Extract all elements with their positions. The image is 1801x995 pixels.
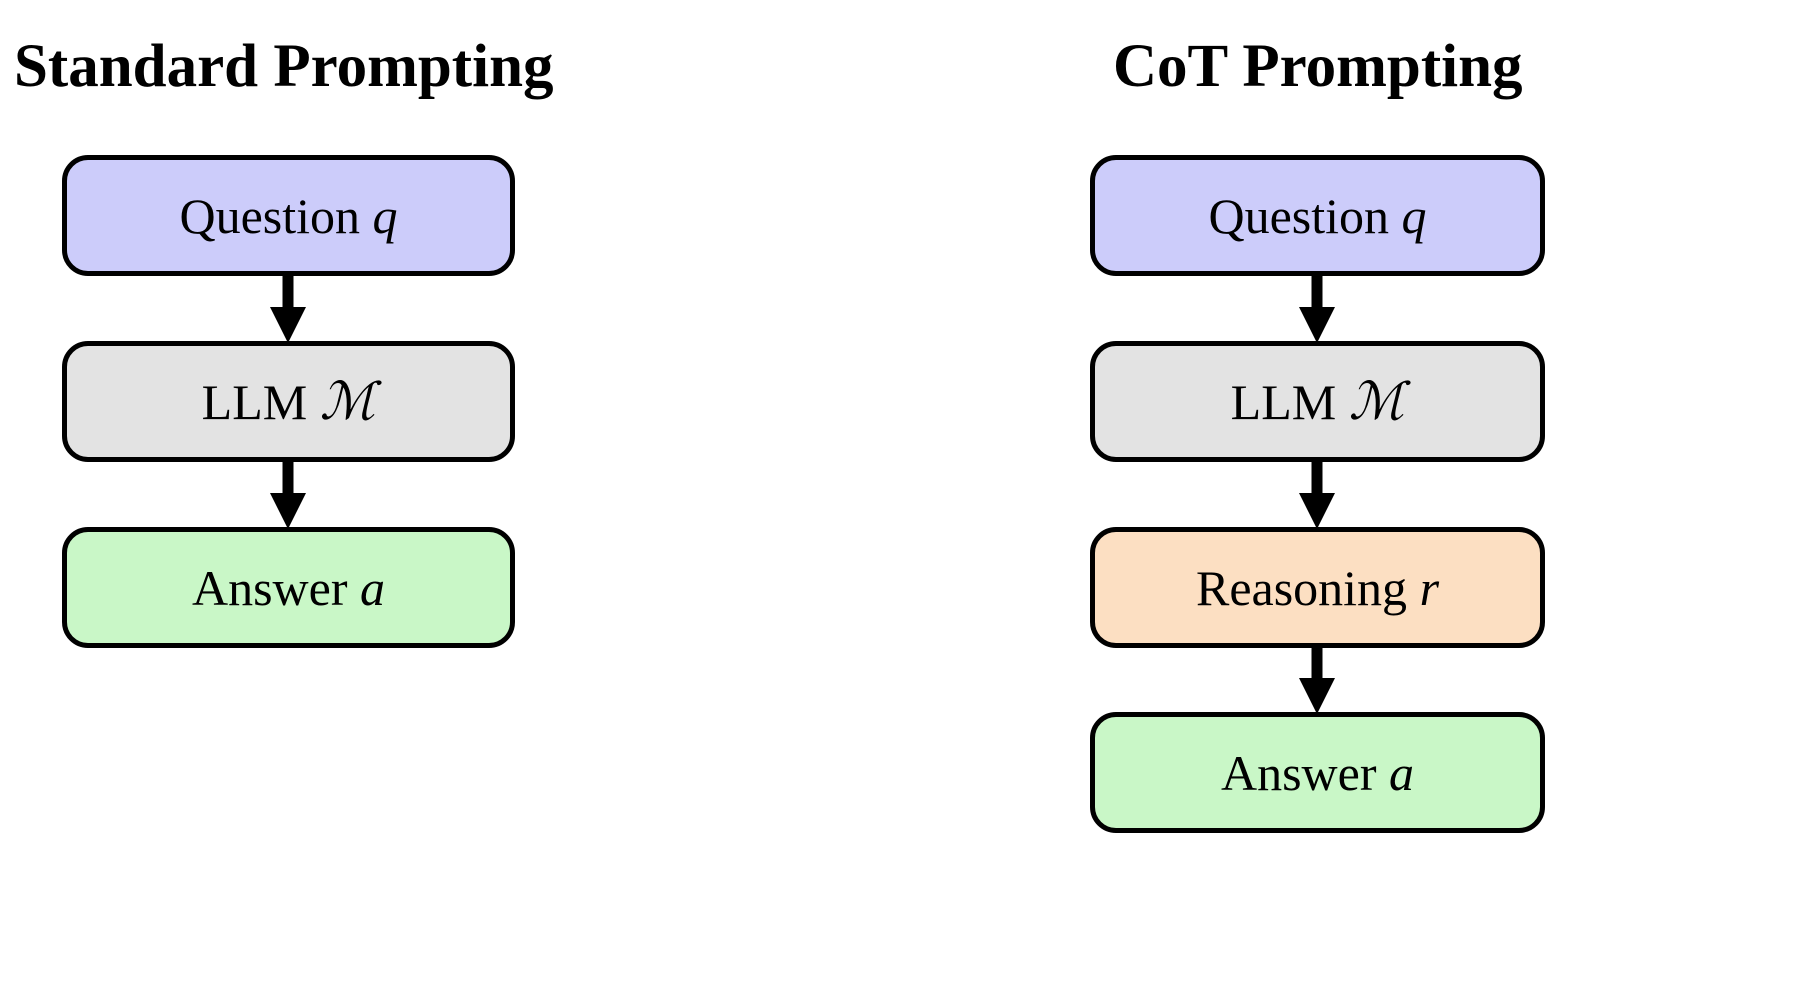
- arrow-shaft: [282, 460, 294, 496]
- node-standard-answer[interactable]: Answer a: [62, 527, 515, 648]
- column-title-standard: Standard Prompting: [14, 33, 554, 100]
- arrow-head-icon: [1299, 678, 1335, 714]
- arrow-shaft: [282, 274, 294, 310]
- node-cot-reasoning[interactable]: Reasoning r: [1090, 527, 1545, 648]
- node-label: Answer a: [192, 563, 385, 613]
- arrow-shaft: [1311, 646, 1323, 681]
- arrow-standard-llm-to-answer: [268, 460, 308, 529]
- node-label-variable: r: [1419, 559, 1440, 616]
- node-label-text: LLM: [201, 373, 308, 430]
- node-label-text: Question: [179, 187, 361, 244]
- arrow-standard-question-to-llm: [268, 274, 308, 343]
- node-label-text: Answer: [1220, 744, 1377, 801]
- node-label: Reasoning r: [1196, 563, 1439, 613]
- node-label: LLM ℳ: [1231, 376, 1405, 428]
- node-label-text: LLM: [1230, 373, 1337, 430]
- node-label-variable: q: [372, 187, 398, 244]
- node-label-variable: a: [1389, 744, 1415, 801]
- node-cot-llm[interactable]: LLM ℳ: [1090, 341, 1545, 462]
- node-label-variable: a: [360, 559, 386, 616]
- arrow-cot-reasoning-to-answer: [1297, 646, 1337, 714]
- node-label-variable: ℳ: [319, 371, 376, 432]
- node-label: Answer a: [1221, 748, 1414, 798]
- arrow-cot-llm-to-reasoning: [1297, 460, 1337, 529]
- node-standard-question[interactable]: Question q: [62, 155, 515, 276]
- node-label-text: Reasoning: [1195, 559, 1408, 616]
- node-cot-answer[interactable]: Answer a: [1090, 712, 1545, 833]
- arrow-shaft: [1311, 460, 1323, 496]
- arrow-shaft: [1311, 274, 1323, 310]
- node-label: Question q: [179, 191, 397, 241]
- arrow-head-icon: [1299, 307, 1335, 343]
- node-label-text: Answer: [191, 559, 348, 616]
- node-cot-question[interactable]: Question q: [1090, 155, 1545, 276]
- node-label-variable: q: [1401, 187, 1427, 244]
- arrow-head-icon: [270, 307, 306, 343]
- arrow-head-icon: [270, 493, 306, 529]
- node-label-text: Question: [1208, 187, 1390, 244]
- node-label: LLM ℳ: [202, 376, 376, 428]
- node-label-variable: ℳ: [1348, 371, 1405, 432]
- arrow-head-icon: [1299, 493, 1335, 529]
- arrow-cot-question-to-llm: [1297, 274, 1337, 343]
- column-title-cot: CoT Prompting: [1113, 33, 1523, 100]
- node-label: Question q: [1208, 191, 1426, 241]
- node-standard-llm[interactable]: LLM ℳ: [62, 341, 515, 462]
